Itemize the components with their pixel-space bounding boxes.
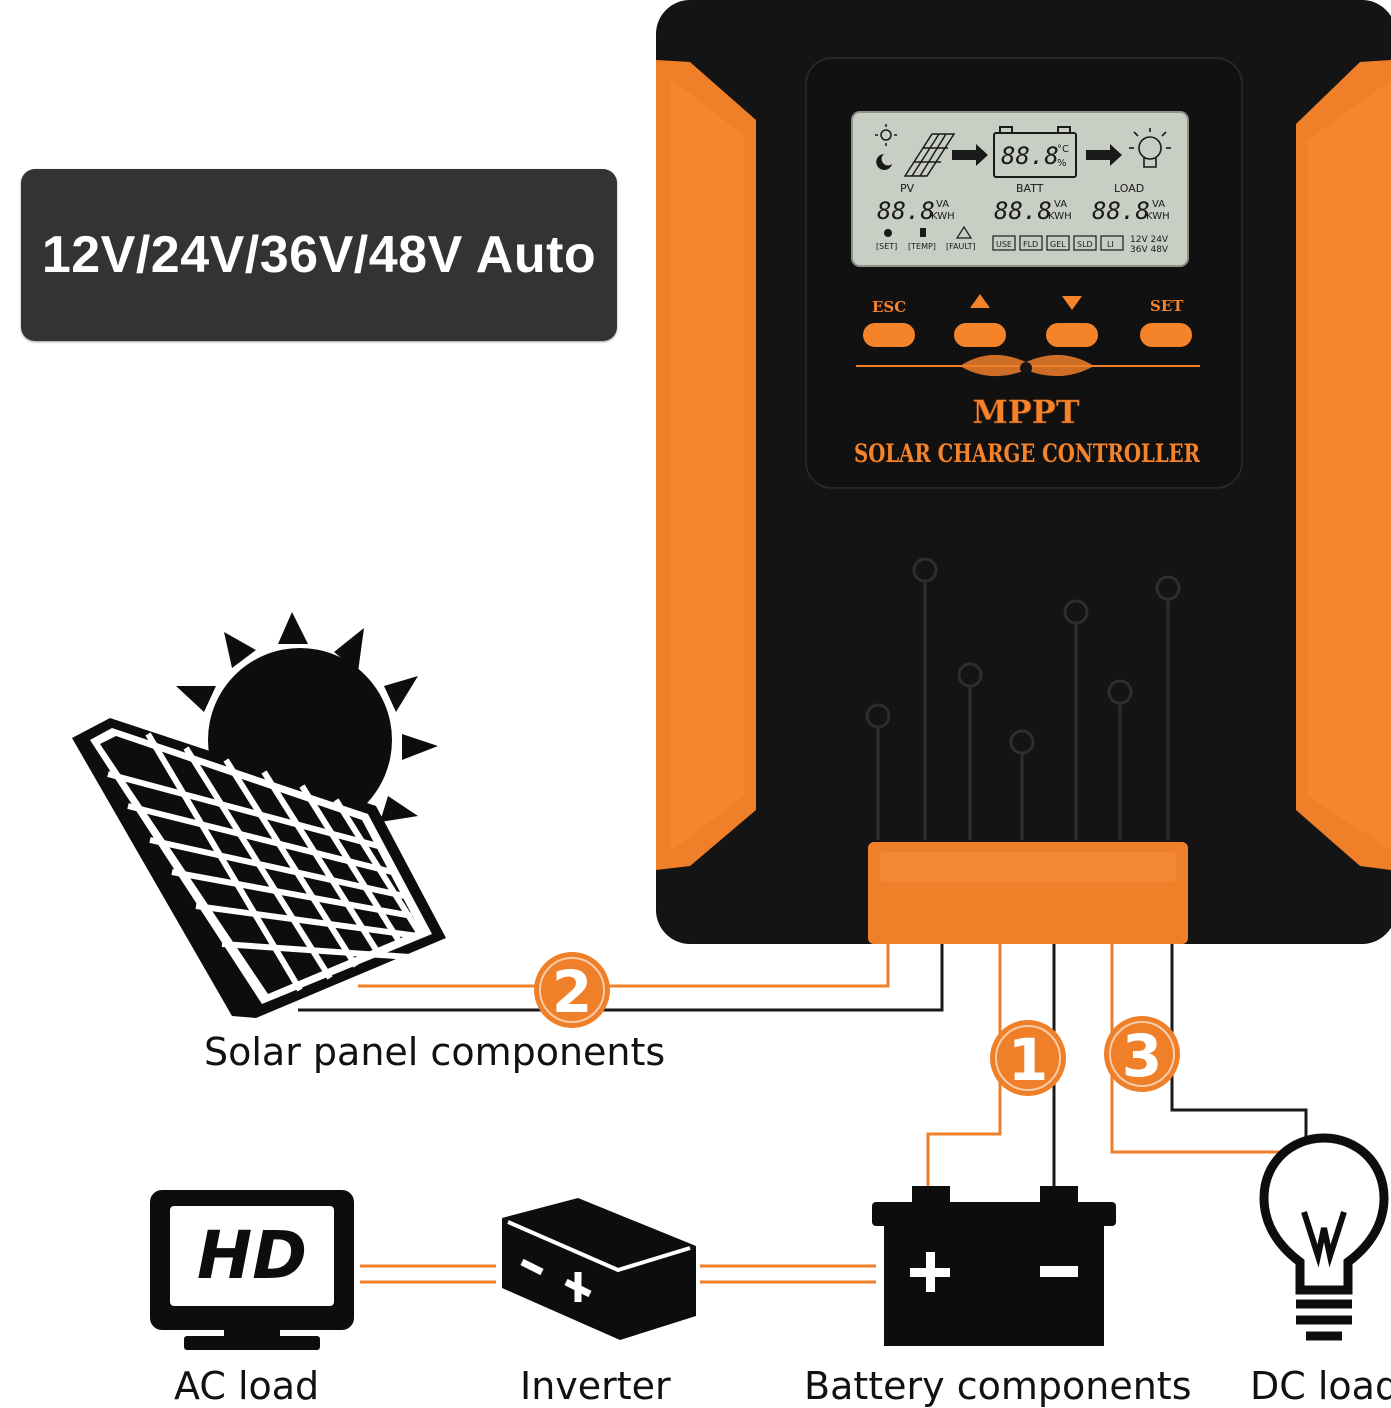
charge-controller: 88.8 °C % PV BATT LOAD 88.8 VA KWH 88.8 … [656,0,1391,944]
step-marker-1: 1 [990,1020,1066,1096]
up-arrow-icon [970,294,990,308]
lcd-type-li: LI [1107,240,1114,249]
lcd-screen: 88.8 °C % PV BATT LOAD 88.8 VA KWH 88.8 … [851,111,1189,267]
lcd-load-label: LOAD [1114,182,1144,195]
lcd-batt-label: BATT [1016,182,1044,195]
load-wire-negative [1170,944,1308,1138]
voltage-badge-text: 12V/24V/36V/48V Auto [41,226,597,284]
lcd-pv-label: PV [900,182,915,195]
lcd-batt-unit-kwh: KWH [1048,211,1072,222]
circuit-trace-decoration [865,557,1181,840]
down-arrow-icon [1062,296,1082,310]
down-button[interactable] [1046,323,1098,347]
set-button[interactable] [1140,323,1192,347]
lcd-load-unit-va: VA [1152,199,1165,210]
lcd-status-set: [SET] [876,242,897,251]
brand-mppt: MPPT [972,393,1080,431]
wiring [298,944,1308,1284]
lcd-pv-value: 88.8 [877,197,935,225]
battery-icon [872,1186,1116,1346]
battery-wire-positive [926,944,1002,1186]
lcd-status-temp: [TEMP] [908,242,936,251]
inverter-label: Inverter [520,1364,671,1408]
lcd-pv-unit-va: VA [936,199,949,210]
set-button-label: SET [1150,297,1184,315]
svg-text:3: 3 [1122,1022,1162,1090]
up-button[interactable] [954,323,1006,347]
lcd-batt-value: 88.8 [994,197,1052,225]
lcd-pv-unit-kwh: KWH [931,211,955,222]
battery-label: Battery components [804,1364,1192,1408]
ornament-divider [856,354,1200,377]
lcd-load-value: 88.8 [1092,197,1150,225]
lcd-batt-unit-va: VA [1054,199,1067,210]
lcd-battery-icon [993,126,1077,178]
solar-panel-label: Solar panel components [204,1030,666,1074]
arrow-icon [952,144,988,166]
step-marker-2: 2 [534,952,610,1028]
tv-icon: HD [150,1190,354,1350]
arrow-icon [1086,144,1122,166]
solar-wire-positive [358,944,890,988]
lcd-voltage-row2: 36V 48V [1130,245,1169,255]
solar-wire-negative [298,944,944,1012]
lcd-warning-icon [955,225,973,239]
device-subtitle: SOLAR CHARGE CONTROLLER [854,439,1200,468]
load-wire-positive [1110,944,1290,1154]
light-bulb-icon [1259,1133,1389,1341]
solar-panel-icon [72,718,446,1018]
inverter-icon [502,1198,696,1340]
esc-button[interactable] [863,323,915,347]
esc-button-label: ESC [872,298,907,316]
lcd-solar-panel-icon [903,133,956,177]
lcd-type-use: USE [996,240,1012,249]
lcd-temp-unit-c: °C [1057,144,1069,155]
lcd-thermometer-icon [920,228,926,237]
svg-text:1: 1 [1008,1026,1048,1094]
svg-text:2: 2 [552,958,592,1026]
lcd-temp-unit-pct: % [1057,158,1067,169]
lcd-battery-types [992,235,1124,251]
tv-hd-text: HD [197,1217,307,1294]
moon-icon [876,154,892,170]
lcd-bulb-icon [1129,128,1171,168]
lcd-status-fault: [FAULT] [946,242,976,251]
lcd-type-sld: SLD [1077,240,1093,249]
step-marker-3: 3 [1104,1016,1180,1092]
lcd-type-fld: FLD [1023,240,1038,249]
voltage-badge: 12V/24V/36V/48V Auto [21,169,617,341]
dc-load-label: DC load [1250,1364,1391,1408]
lcd-voltage-row1: 12V 24V [1130,235,1169,245]
lcd-gear-icon [884,229,892,237]
ac-load-label: AC load [174,1364,320,1408]
lcd-type-gel: GEL [1050,240,1066,249]
sun-icon [875,124,897,146]
lcd-load-unit-kwh: KWH [1146,211,1170,222]
lcd-temp-value: 88.8 [1001,142,1059,170]
